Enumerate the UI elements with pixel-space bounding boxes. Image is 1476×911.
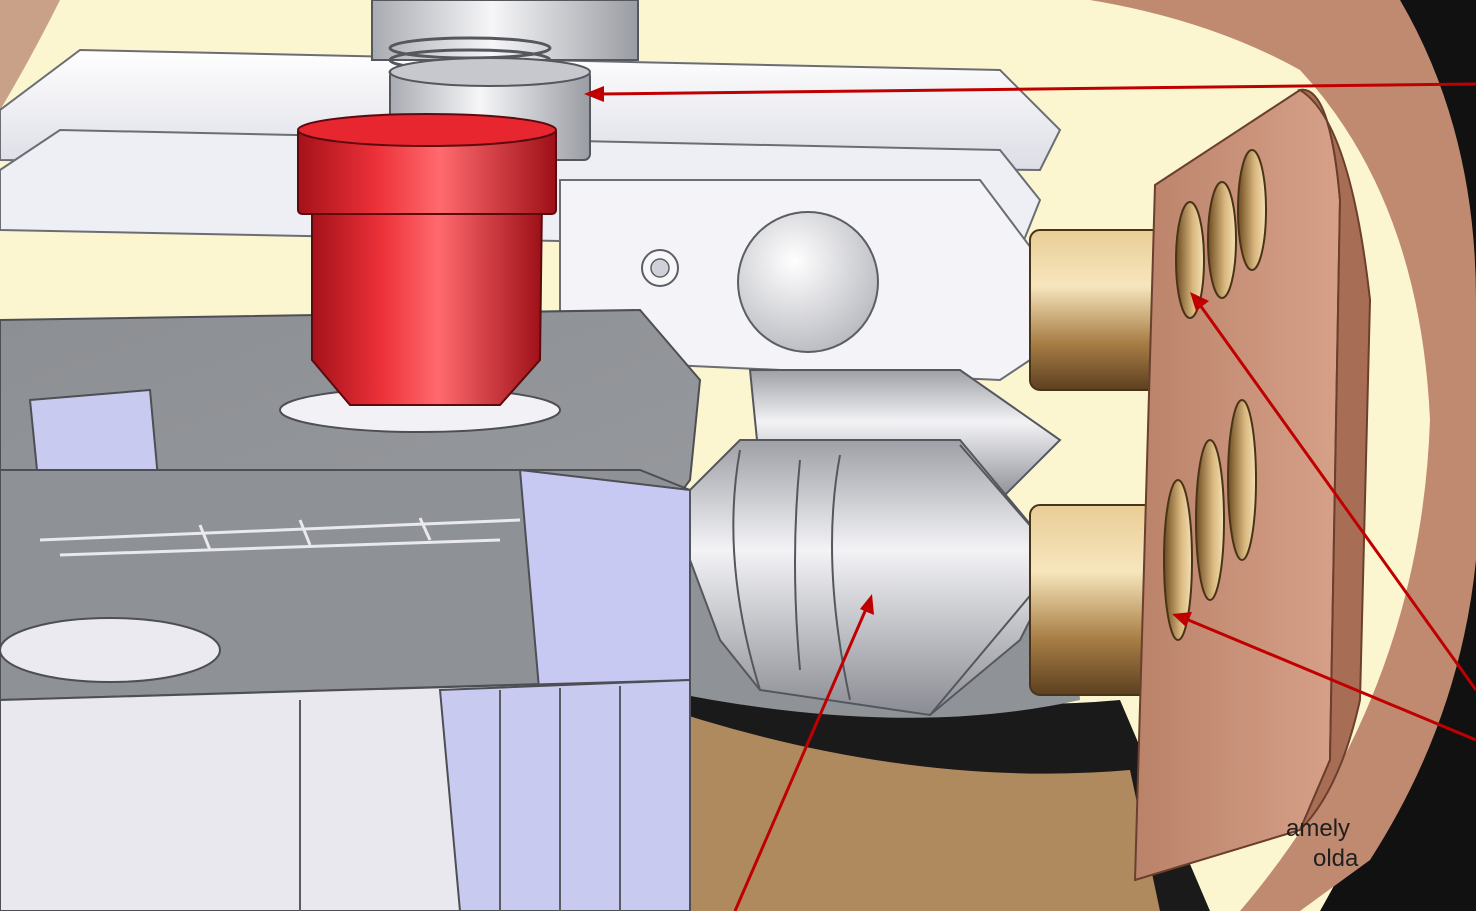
arrow-to-silver-plunger [599, 82, 1476, 96]
arrow-to-upper-flange-hole [1198, 304, 1476, 691]
arrow-to-lower-flange-hole [1185, 617, 1476, 742]
stage-lower-grooves [299, 686, 621, 911]
red-cap-body [311, 199, 544, 406]
small-hole-inner [650, 258, 670, 278]
arrow-to-nozzle-head [860, 594, 874, 615]
callout-arrows [584, 82, 1476, 911]
chamber-rim-top-left [0, 0, 60, 110]
callout-label-line-1: amely [1286, 815, 1351, 842]
chamber-floor-brass [640, 700, 1160, 911]
arrow-to-upper-flange-hole-head [1190, 292, 1209, 311]
flange-lower-holes [1163, 399, 1257, 641]
arrow-to-nozzle [733, 608, 868, 911]
red-cap-top [297, 113, 557, 147]
stage-recess-oval [0, 617, 221, 683]
front-nozzle-body [689, 439, 1062, 717]
plunger-top-face [389, 57, 591, 87]
stage-side-lavender [518, 468, 691, 701]
stage-lower-lavender-column [438, 678, 691, 911]
ball-bearing [737, 211, 879, 353]
copper-flange-edge [1297, 88, 1372, 831]
stage-engraved-scale [39, 517, 521, 557]
arrow-to-silver-plunger-head [584, 86, 604, 102]
copper-rim-right [1090, 0, 1476, 911]
flange-upper-holes [1175, 149, 1267, 319]
callout-label-line-2: olda [1313, 845, 1359, 872]
arrow-to-lower-flange-hole-head [1172, 612, 1192, 627]
